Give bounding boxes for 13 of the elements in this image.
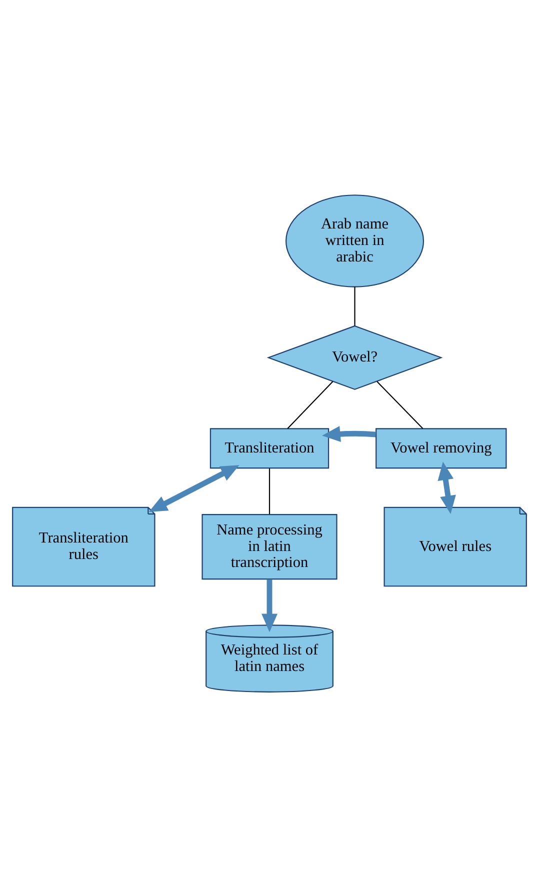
arrow <box>322 426 376 442</box>
arrow <box>148 464 240 512</box>
node-ellipse: Arab name written in arabic <box>286 194 424 287</box>
connector <box>354 286 356 326</box>
connector <box>376 380 424 428</box>
arrow <box>262 578 278 632</box>
node-box: Name processing in latin transcription <box>202 513 338 580</box>
arrow <box>438 461 456 514</box>
connector <box>287 380 334 428</box>
node-diamond: Vowel? <box>266 324 443 390</box>
connector <box>268 468 270 514</box>
node-box: Transliteration <box>210 428 330 468</box>
node-box: Vowel removing <box>376 428 507 468</box>
